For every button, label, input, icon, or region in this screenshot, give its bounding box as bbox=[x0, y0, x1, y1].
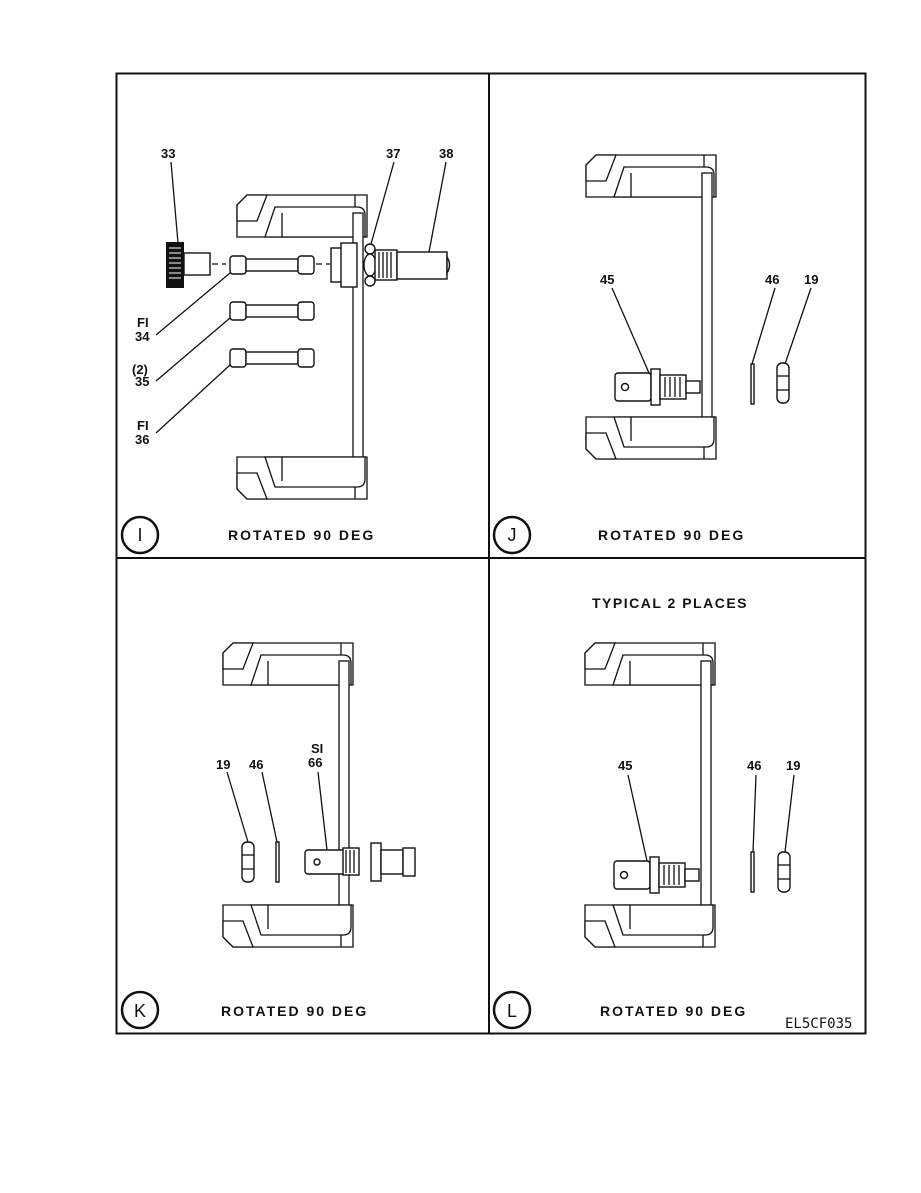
callout-37: 37 bbox=[386, 146, 400, 161]
panel-label-l: L bbox=[492, 990, 532, 1030]
bracket bbox=[585, 154, 717, 460]
callout-34-ref: FI bbox=[137, 315, 149, 330]
callout-19: 19 bbox=[804, 272, 818, 287]
nut-37 bbox=[363, 243, 377, 287]
washer-46 bbox=[750, 851, 755, 893]
callout-34: 34 bbox=[135, 329, 150, 344]
callout-45: 45 bbox=[600, 272, 614, 287]
callout-38: 38 bbox=[439, 146, 453, 161]
callout-46: 46 bbox=[249, 757, 263, 772]
callout-33: 33 bbox=[161, 146, 175, 161]
callout-36: 36 bbox=[135, 432, 149, 447]
fuse-35 bbox=[229, 301, 315, 321]
panel-k: 19 46 SI 66 K ROTATED 90 DEG bbox=[120, 642, 416, 1030]
nut-19 bbox=[776, 362, 790, 404]
fuse-36 bbox=[229, 348, 315, 368]
callout-46: 46 bbox=[747, 758, 761, 773]
washer-46 bbox=[750, 363, 755, 405]
callout-46: 46 bbox=[765, 272, 779, 287]
panel-letter: I bbox=[137, 525, 142, 545]
panel-note: TYPICAL 2 PLACES bbox=[592, 595, 748, 611]
panel-i: 33 37 38 FI 34 (2) 35 FI 36 I ROTATED 90… bbox=[120, 146, 453, 555]
switch-66 bbox=[304, 842, 416, 882]
bracket bbox=[584, 642, 716, 948]
callout-36-ref: FI bbox=[137, 418, 149, 433]
bracket bbox=[236, 194, 368, 500]
connector-45 bbox=[614, 368, 701, 406]
panel-l: TYPICAL 2 PLACES 45 46 19 L ROTATED 90 D… bbox=[492, 595, 852, 1032]
figure-id: EL5CF035 bbox=[785, 1016, 852, 1032]
panel-caption: ROTATED 90 DEG bbox=[598, 527, 745, 543]
callout-19: 19 bbox=[216, 757, 230, 772]
panel-caption: ROTATED 90 DEG bbox=[600, 1003, 747, 1019]
callout-66-ref: SI bbox=[311, 741, 323, 756]
panel-label-k: K bbox=[120, 990, 160, 1030]
knob-33 bbox=[166, 242, 211, 288]
nut-19 bbox=[777, 851, 791, 893]
nut-19 bbox=[241, 841, 255, 883]
callout-35: 35 bbox=[135, 374, 149, 389]
panel-letter: K bbox=[134, 1001, 146, 1021]
outer-frame bbox=[115, 72, 867, 1035]
panel-caption: ROTATED 90 DEG bbox=[221, 1003, 368, 1019]
connector-45 bbox=[613, 856, 700, 894]
panel-label-i: I bbox=[120, 515, 160, 555]
callout-66: 66 bbox=[308, 755, 322, 770]
panel-letter: J bbox=[508, 525, 517, 545]
callout-45: 45 bbox=[618, 758, 632, 773]
callout-35-qty: (2) bbox=[132, 362, 148, 377]
panel-label-j: J bbox=[492, 515, 532, 555]
panel-letter: L bbox=[507, 1001, 517, 1021]
panel-caption: ROTATED 90 DEG bbox=[228, 527, 375, 543]
panel-j: 45 46 19 J ROTATED 90 DEG bbox=[492, 154, 818, 555]
fuse-holder-base bbox=[330, 242, 358, 288]
fuse-34 bbox=[229, 255, 315, 275]
callout-19: 19 bbox=[786, 758, 800, 773]
bracket bbox=[222, 642, 354, 948]
fuse-holder-body-38 bbox=[374, 249, 451, 281]
washer-46 bbox=[275, 841, 280, 883]
